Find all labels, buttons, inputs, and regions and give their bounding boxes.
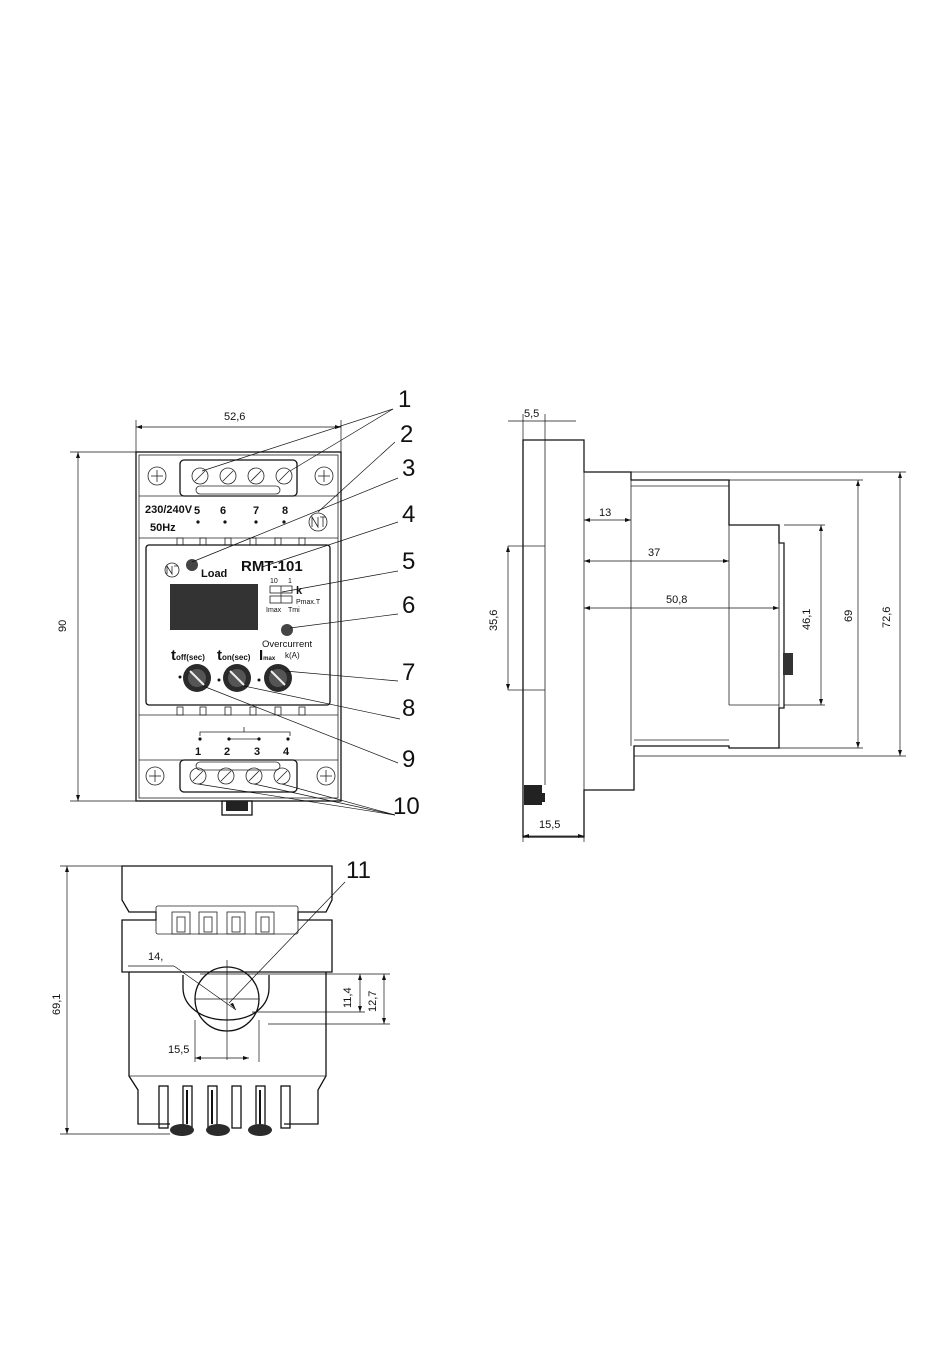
nt-logo-small-icon [165,563,179,577]
callout-2: 2 [400,421,413,448]
terminal-3: 3 [254,746,260,758]
knob-ton[interactable] [223,664,251,692]
svg-text:Pmax.T: Pmax.T [296,599,321,606]
load-led-icon [186,559,198,571]
callout-8: 8 [402,695,415,722]
load-label: Load [201,568,227,580]
side-dim-46-1: 46,1 [801,609,813,630]
svg-text:10: 10 [270,578,278,585]
dip-switch: 10 1 k Pmax.T Imax Tmi [266,578,321,614]
front-width-dim: 52,6 [224,411,245,423]
svg-text:1: 1 [288,578,292,585]
side-view: 5,5 13 37 50,8 35,6 [488,408,906,842]
side-dim-5-5: 5,5 [524,408,539,420]
svg-text:k: k [296,585,303,597]
bottom-height-dim: 69,1 [51,994,63,1015]
bottom-dim-11-4: 11,4 [342,987,354,1008]
knob-imax-unit: k(A) [285,651,300,660]
knob-toff-label: toff(sec) [171,647,205,664]
front-height-dim: 90 [57,620,69,632]
model-label: RMT-101 [241,558,303,575]
callout-5: 5 [402,548,415,575]
bottom-view: 69,1 14, 11 11,4 [51,857,390,1136]
callout-9: 9 [402,746,415,773]
knob-ton-label: ton(sec) [217,647,251,664]
callout-3: 3 [402,455,415,482]
callout-6: 6 [402,592,415,619]
terminal-5: 5 [194,505,200,517]
side-dim-15-5: 15,5 [539,819,560,831]
side-dim-35-6: 35,6 [488,610,500,631]
terminal-1: 1 [195,746,201,758]
voltage-label: 230/240V [145,504,193,516]
svg-text:Imax: Imax [266,607,282,614]
bottom-dim-14: 14, [148,951,163,963]
terminal-8: 8 [282,505,288,517]
side-dim-72-6: 72,6 [881,607,893,628]
nt-logo-icon [309,513,327,531]
bottom-dim-12-7: 12,7 [367,991,379,1012]
callout-4: 4 [402,501,415,528]
callout-7: 7 [402,659,415,686]
terminal-2: 2 [224,746,230,758]
knob-imax[interactable] [264,664,292,692]
terminal-6: 6 [220,505,226,517]
side-dim-69: 69 [843,610,855,622]
terminal-7: 7 [253,505,259,517]
overcurrent-label: Overcurrent [262,639,313,650]
callout-1: 1 [398,386,411,413]
terminal-4: 4 [283,746,290,758]
side-dim-50-8: 50,8 [666,594,687,606]
callout-10: 10 [393,793,420,820]
callout-11: 11 [346,857,371,884]
overcurrent-led-icon [281,624,293,636]
display-window [170,584,258,630]
side-dim-13: 13 [599,507,611,519]
bottom-dim-15-5: 15,5 [168,1044,189,1056]
freq-label: 50Hz [150,522,176,534]
svg-text:Tmi: Tmi [288,607,300,614]
side-dim-37: 37 [648,547,660,559]
front-view: 52,6 90 230/240V 50Hz 5 6 7 8 [57,386,420,820]
